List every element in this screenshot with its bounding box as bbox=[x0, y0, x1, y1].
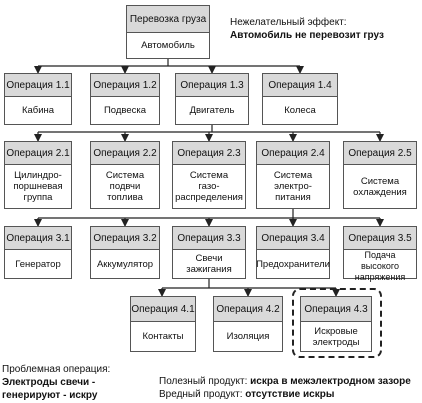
operation-text: Колеса bbox=[284, 105, 316, 116]
root-box: Перевозка груза Автомобиль bbox=[126, 5, 210, 59]
operation-header: Операция 1.2 bbox=[91, 74, 159, 97]
operation-header: Операция 2.4 bbox=[257, 142, 329, 165]
operation-header: Операция 2.1 bbox=[5, 142, 71, 165]
operation-3-1: Операция 3.1 Генератор bbox=[4, 226, 72, 279]
operation-2-5: Операция 2.5 Система охлаждения bbox=[343, 141, 417, 209]
operation-3-3: Операция 3.3 Свечи зажигания bbox=[172, 226, 246, 279]
operation-header: Операция 1.1 bbox=[5, 74, 71, 97]
operation-2-1: Операция 2.1 Цилиндро- поршневая группа bbox=[4, 141, 72, 209]
harmful-product-value: отсутствие искры bbox=[245, 389, 335, 400]
operation-header: Операция 4.3 bbox=[301, 297, 371, 322]
operation-text: Система подвчи топлива bbox=[105, 170, 145, 203]
problem-operation-note: Проблемная операция: Электроды свечи - г… bbox=[2, 363, 110, 402]
operation-1-2: Операция 1.2 Подвеска bbox=[90, 73, 160, 125]
operation-2-4: Операция 2.4 Система электро- питания bbox=[256, 141, 330, 209]
operation-text: Подвеска bbox=[103, 105, 147, 116]
operation-header: Операция 2.5 bbox=[344, 142, 416, 165]
useful-product-value: искра в межэлектродном зазоре bbox=[250, 376, 411, 387]
undesired-effect-label: Нежелательный эффект: bbox=[230, 17, 347, 28]
operation-4-3: Операция 4.3 Искровые электроды bbox=[300, 296, 372, 352]
products-note: Полезный продукт: искра в межэлектродном… bbox=[159, 375, 411, 401]
problem-operation-label: Проблемная операция: bbox=[2, 364, 111, 375]
operation-1-4: Операция 1.4 Колеса bbox=[262, 73, 338, 125]
useful-product-line: Полезный продукт: искра в межэлектродном… bbox=[159, 375, 411, 388]
operation-text: Аккумулятор bbox=[96, 258, 154, 270]
operation-text: Свечи зажигания bbox=[186, 253, 232, 275]
harmful-product-line: Вредный продукт: отсутствие искры bbox=[159, 388, 411, 401]
undesired-effect-value: Автомобиль не перевозит груз bbox=[230, 30, 384, 41]
operation-1-1: Операция 1.1 Кабина bbox=[4, 73, 72, 125]
operation-text: Система газо- распределения bbox=[175, 170, 243, 203]
operation-text: Контакты bbox=[142, 331, 184, 342]
operation-4-1: Операция 4.1 Контакты bbox=[130, 296, 196, 352]
undesired-effect-note: Нежелательный эффект: Автомобиль не пере… bbox=[230, 16, 384, 42]
root-subtitle: Автомобиль bbox=[141, 40, 195, 51]
operation-header: Операция 3.1 bbox=[5, 227, 71, 250]
operation-text: Цилиндро- поршневая группа bbox=[13, 170, 63, 203]
operation-header: Операция 3.5 bbox=[344, 227, 416, 250]
operation-2-3: Операция 2.3 Система газо- распределения bbox=[172, 141, 246, 209]
operation-text: Изоляция bbox=[226, 331, 270, 342]
operation-header: Операция 1.4 bbox=[263, 74, 337, 97]
operation-text: Подача высокого напряжения bbox=[354, 250, 406, 282]
operation-text: Система электро- питания bbox=[273, 170, 313, 203]
operation-3-4: Операция 3.4 Предохранители bbox=[256, 226, 330, 279]
operation-header: Операция 1.3 bbox=[176, 74, 248, 97]
operation-text: Кабина bbox=[21, 105, 55, 116]
operation-header: Операция 4.1 bbox=[131, 297, 195, 322]
operation-1-3: Операция 1.3 Двигатель bbox=[175, 73, 249, 125]
operation-text: Система охлаждения bbox=[353, 175, 407, 198]
operation-header: Операция 2.2 bbox=[91, 142, 159, 165]
operation-header: Операция 2.3 bbox=[173, 142, 245, 165]
operation-header: Операция 3.4 bbox=[257, 227, 329, 250]
problem-operation-line2: генерируют - искру bbox=[2, 390, 98, 401]
useful-product-label: Полезный продукт: bbox=[159, 376, 248, 387]
operation-2-2: Операция 2.2 Система подвчи топлива bbox=[90, 141, 160, 209]
operation-text: Генератор bbox=[15, 258, 61, 270]
problem-highlight-frame bbox=[292, 288, 382, 358]
root-title: Перевозка груза bbox=[127, 6, 209, 33]
operation-header: Операция 3.3 bbox=[173, 227, 245, 250]
operation-3-2: Операция 3.2 Аккумулятор bbox=[90, 226, 160, 279]
operation-header: Операция 3.2 bbox=[91, 227, 159, 250]
operation-text: Искровые электроды bbox=[312, 325, 360, 348]
operation-header: Операция 4.2 bbox=[214, 297, 282, 322]
operation-4-2: Операция 4.2 Изоляция bbox=[213, 296, 283, 352]
problem-operation-line1: Электроды свечи - bbox=[2, 377, 96, 388]
harmful-product-label: Вредный продукт: bbox=[159, 389, 243, 400]
operation-text: Предохранители bbox=[256, 258, 330, 270]
operation-3-5: Операция 3.5 Подача высокого напряжения bbox=[343, 226, 417, 282]
operation-text: Двигатель bbox=[189, 105, 235, 116]
